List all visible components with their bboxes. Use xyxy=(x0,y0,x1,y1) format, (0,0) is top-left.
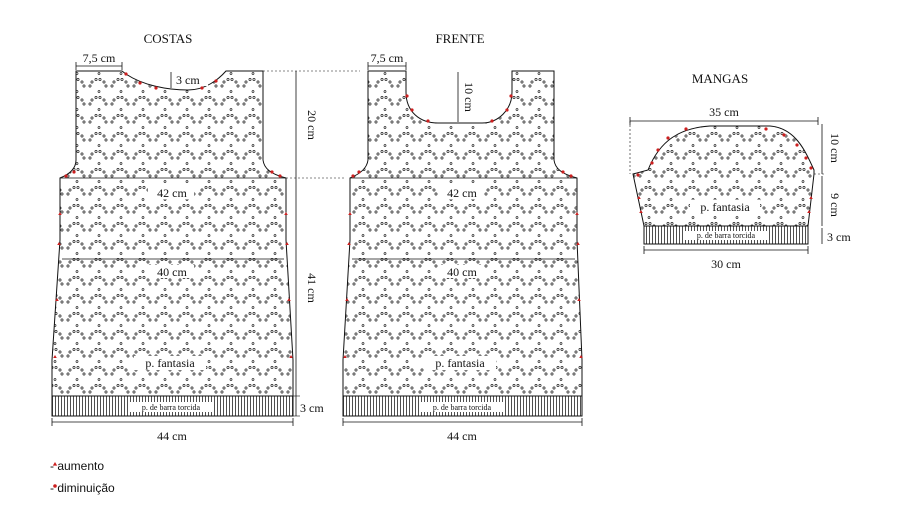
back-chest-width: 42 cm xyxy=(157,186,187,200)
sleeve-arm-height: 9 cm xyxy=(828,193,842,217)
back-neck-depth: 3 cm xyxy=(176,73,200,87)
front-piece: FRENTE p. de barra torcida 42 cm 40 cm p… xyxy=(342,31,583,443)
sleeve-cap-height: 10 cm xyxy=(828,133,842,163)
back-armhole-height: 20 cm xyxy=(305,110,319,140)
back-title: COSTAS xyxy=(144,31,193,46)
legend-decrease: - diminuição xyxy=(50,481,115,495)
front-hem-width: 44 cm xyxy=(447,429,477,443)
front-chest-width: 42 cm xyxy=(447,186,477,200)
legend-increase: - aumento xyxy=(50,459,105,473)
sleeve-stitch-label: p. fantasia xyxy=(700,200,750,214)
decrease-marker-icon xyxy=(53,484,57,488)
front-title: FRENTE xyxy=(435,31,484,46)
back-piece: COSTAS p. de barra torcida 42 cm 40 cm p… xyxy=(51,31,360,443)
back-hem-width: 44 cm xyxy=(157,429,187,443)
sleeve-title: MANGAS xyxy=(692,71,748,86)
increase-marker-icon xyxy=(52,462,58,466)
front-outline xyxy=(342,70,583,397)
sleeve-piece: MANGAS 35 cm p. de barra torcida p. fant… xyxy=(629,71,851,271)
front-markers xyxy=(343,94,583,358)
back-stitch-label: p. fantasia xyxy=(145,356,195,370)
back-ribbing-label: p. de barra torcida xyxy=(142,403,201,412)
front-shoulder-width: 7,5 cm xyxy=(371,51,404,65)
back-ribbing-height: 3 cm xyxy=(300,401,324,415)
back-waist-width: 40 cm xyxy=(157,265,187,279)
front-waist-width: 40 cm xyxy=(447,265,477,279)
sleeve-top-width: 35 cm xyxy=(709,105,739,119)
sleeve-cuff-width: 30 cm xyxy=(711,257,741,271)
back-outline xyxy=(51,70,294,397)
sleeve-ribbing-label: p. de barra torcida xyxy=(697,231,756,240)
sleeve-outline xyxy=(632,125,815,227)
front-stitch-label: p. fantasia xyxy=(435,356,485,370)
back-body-height: 41 cm xyxy=(305,273,319,303)
back-markers xyxy=(53,72,293,358)
front-neck-depth: 10 cm xyxy=(462,82,476,112)
sleeve-markers xyxy=(636,127,813,213)
front-ribbing-label: p. de barra torcida xyxy=(433,403,492,412)
back-shoulder-width: 7,5 cm xyxy=(83,51,116,65)
sleeve-ribbing-height: 3 cm xyxy=(827,230,851,244)
